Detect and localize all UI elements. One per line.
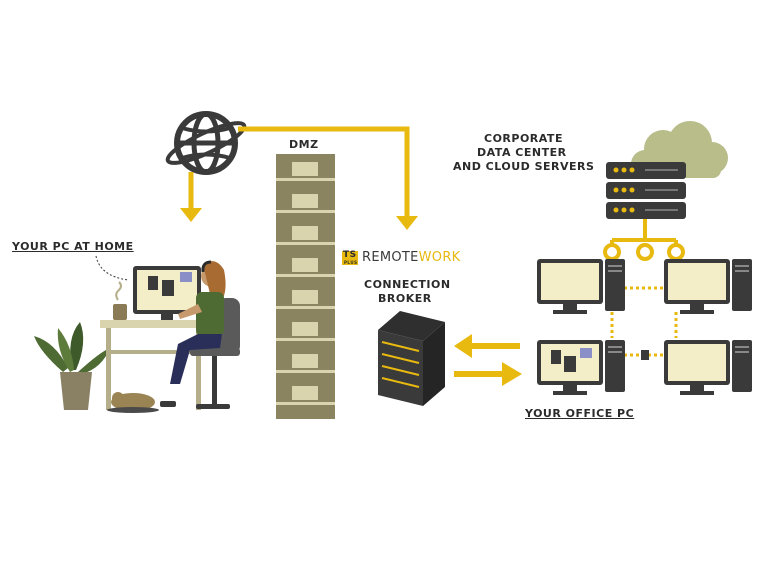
corporate-label-line2: DATA CENTER — [477, 146, 567, 159]
home-monitor-icon — [133, 266, 201, 320]
broker-office-arrows — [454, 334, 522, 386]
home-pc-label: YOUR PC AT HOME — [12, 240, 134, 253]
plant-icon — [34, 322, 110, 410]
brand-remote: REMOTE — [362, 250, 419, 265]
home-scene — [34, 255, 240, 413]
globe-icon — [165, 111, 247, 175]
data-center-links — [603, 219, 685, 261]
office-pc-bottom-left — [537, 340, 625, 395]
brand-logo: REMOTEWORK — [362, 250, 461, 266]
brand-work: WORK — [418, 250, 461, 265]
dmz-label: DMZ — [289, 138, 319, 151]
cat-icon — [107, 392, 159, 413]
server-rack-icon — [606, 162, 686, 219]
home-user-figure — [160, 260, 226, 407]
dmz-firewall-wall — [276, 154, 335, 419]
brand-badge-sub: PLUS — [344, 260, 358, 265]
broker-label-line1: CONNECTION — [364, 278, 451, 291]
office-pc-top-left — [537, 259, 625, 314]
broker-label-line2: BROKER — [378, 292, 432, 305]
internet-connection-lines — [180, 126, 418, 230]
office-pc-top-right — [664, 259, 752, 314]
brand-badge: TS — [343, 250, 357, 260]
corporate-label-line1: CORPORATE — [484, 132, 563, 145]
corporate-label-line3: AND CLOUD SERVERS — [453, 160, 595, 173]
office-pc-label: YOUR OFFICE PC — [525, 407, 635, 420]
mug-icon — [113, 281, 127, 320]
broker-server-icon — [378, 311, 445, 406]
brand-badge-bg — [342, 251, 358, 265]
office-pc-bottom-right — [664, 340, 752, 395]
network-switch-icon — [641, 350, 649, 360]
